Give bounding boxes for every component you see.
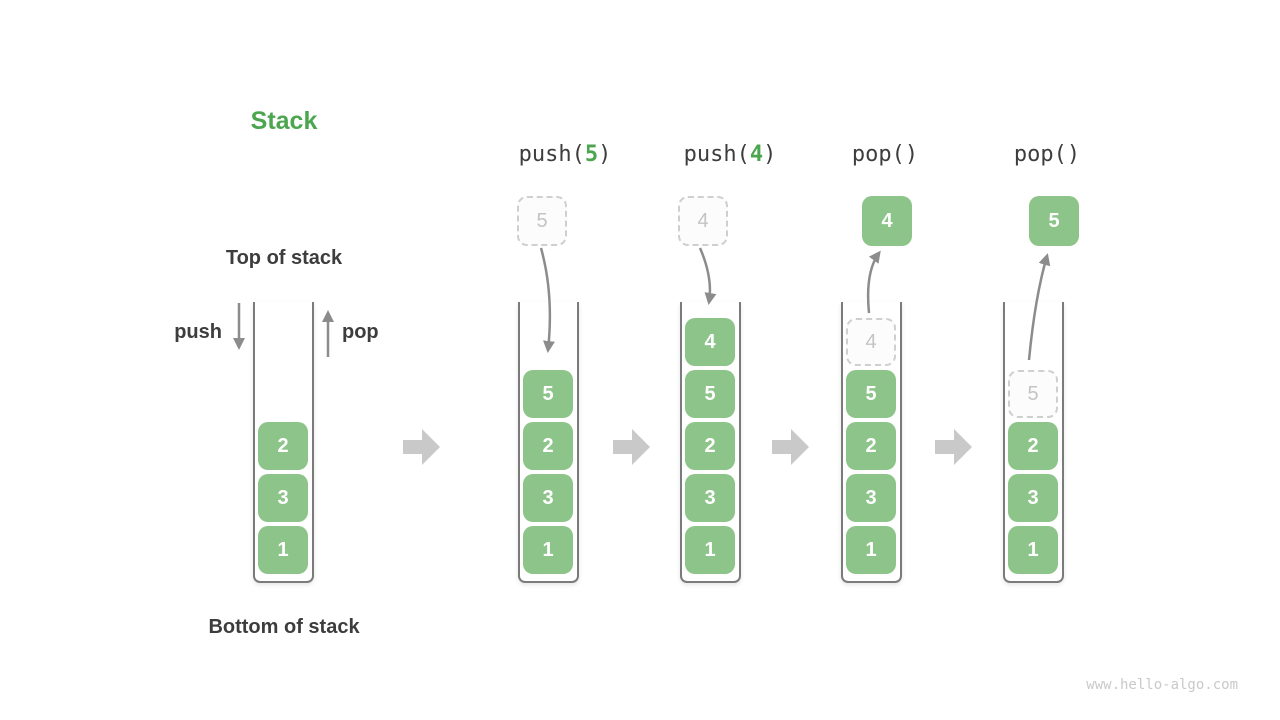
flow-arrow-icon bbox=[613, 429, 650, 465]
op-label-pop-second: pop() bbox=[957, 142, 1137, 167]
op-label-text: push( bbox=[518, 142, 585, 167]
flow-arrow-icon bbox=[772, 429, 809, 465]
popped-value-box-5: 5 bbox=[1029, 196, 1079, 246]
stack-block: 2 bbox=[685, 422, 735, 470]
stack-block: 2 bbox=[523, 422, 573, 470]
op-label-push5: push(5) bbox=[475, 142, 655, 167]
stack-block: 1 bbox=[523, 526, 573, 574]
diagram-title: Stack bbox=[250, 107, 318, 135]
stack-block: 1 bbox=[1008, 526, 1058, 574]
op-label-pop-first: pop() bbox=[795, 142, 975, 167]
op-label-push4: push(4) bbox=[640, 142, 820, 167]
bottom-of-stack-label: Bottom of stack bbox=[208, 616, 360, 638]
stack-block: 5 bbox=[685, 370, 735, 418]
stack-block: 3 bbox=[1008, 474, 1058, 522]
stack-block: 5 bbox=[523, 370, 573, 418]
stack-block: 1 bbox=[685, 526, 735, 574]
pop-direction-label: pop bbox=[342, 321, 379, 343]
op-label-text: ) bbox=[763, 142, 777, 167]
flow-arrow-icon bbox=[935, 429, 972, 465]
push-direction-label: push bbox=[174, 321, 222, 343]
staged-value-box-push5: 5 bbox=[517, 196, 567, 246]
op-label-arg: 4 bbox=[749, 142, 764, 167]
stack-block: 3 bbox=[685, 474, 735, 522]
stack-block: 1 bbox=[258, 526, 308, 574]
stack-block: 3 bbox=[846, 474, 896, 522]
stack-block: 2 bbox=[1008, 422, 1058, 470]
ghost-block: 5 bbox=[1008, 370, 1058, 418]
popped-value-box-4: 4 bbox=[862, 196, 912, 246]
site-watermark: www.hello-algo.com bbox=[1086, 677, 1238, 693]
push4-insert-arrow-icon bbox=[698, 247, 717, 305]
op-label-text: push( bbox=[683, 142, 750, 167]
ghost-block: 4 bbox=[846, 318, 896, 366]
op-label-text: pop() bbox=[851, 142, 919, 167]
stack-block: 2 bbox=[846, 422, 896, 470]
op-label-arg: 5 bbox=[584, 142, 599, 167]
stack-block: 2 bbox=[258, 422, 308, 470]
stack-block: 1 bbox=[846, 526, 896, 574]
top-of-stack-label: Top of stack bbox=[225, 247, 343, 269]
op-label-text: pop() bbox=[1013, 142, 1081, 167]
stack-block: 3 bbox=[523, 474, 573, 522]
stack-block: 4 bbox=[685, 318, 735, 366]
flow-arrow-icon bbox=[403, 429, 440, 465]
op-label-text: ) bbox=[598, 142, 612, 167]
stack-block: 5 bbox=[846, 370, 896, 418]
stack-block: 3 bbox=[258, 474, 308, 522]
staged-value-box-push4: 4 bbox=[678, 196, 728, 246]
